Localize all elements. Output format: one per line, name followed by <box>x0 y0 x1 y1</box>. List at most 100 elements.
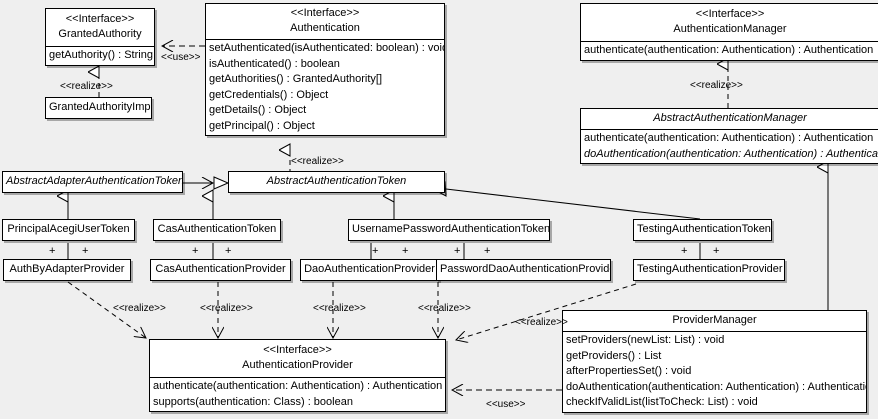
class-cas-authentication-provider[interactable]: CasAuthenticationProvider <box>150 259 291 281</box>
class-principal-acegi-user-token[interactable]: PrincipalAcegiUserToken <box>2 219 135 241</box>
class-dao-authentication-provider[interactable]: DaoAuthenticationProvider <box>300 259 439 281</box>
class-granted-authority[interactable]: <<Interface>> GrantedAuthority getAuthor… <box>45 8 155 66</box>
class-name-label: AuthenticationManager <box>673 23 787 35</box>
member-row: isAuthenticated() : boolean <box>209 57 340 70</box>
class-members: authenticate(authentication: Authenticat… <box>150 378 445 411</box>
stereotype-label: <<Interface>> <box>263 344 332 356</box>
label-realize-testing-authentication-provider: <<realize>> <box>515 317 568 328</box>
class-granted-authority-impl[interactable]: GrantedAuthorityImpl <box>45 97 152 119</box>
class-header: CasAuthenticationProvider <box>151 260 290 280</box>
assoc-mark-upat-3: + <box>454 245 461 257</box>
stereotype-label: <<Interface>> <box>65 13 135 25</box>
class-testing-authentication-provider[interactable]: TestingAuthenticationProvider <box>633 259 785 281</box>
class-header: PrincipalAcegiUserToken <box>3 220 134 240</box>
label-realize-auth-by-adapter-provider: <<realize>> <box>113 303 166 314</box>
class-name-label: AuthenticationProvider <box>242 359 353 371</box>
class-provider-manager[interactable]: ProviderManager setProviders(newList: Li… <box>562 310 867 413</box>
class-name-label: GrantedAuthorityImpl <box>49 101 152 113</box>
assoc-mark-testing-token-right: + <box>713 245 720 257</box>
class-header: <<Interface>> Authentication <box>206 4 444 40</box>
class-members: setAuthenticated(isAuthenticated: boolea… <box>206 40 444 135</box>
class-header: TestingAuthenticationProvider <box>634 260 784 280</box>
class-header: CasAuthenticationToken <box>154 220 280 240</box>
member-row: authenticate(authentication: Authenticat… <box>584 132 874 144</box>
class-username-password-authentication-token[interactable]: UsernamePasswordAuthenticationToken <box>348 219 550 241</box>
class-header: UsernamePasswordAuthenticationToken <box>349 220 549 240</box>
class-header: AbstractAuthenticationManager <box>581 109 878 130</box>
label-use-granted-authority: <<use>> <box>161 52 201 63</box>
member-row: getPrincipal() : Object <box>209 119 315 132</box>
class-header: PasswordDaoAuthenticationProvider <box>437 260 610 280</box>
assoc-mark-upat-1: + <box>372 245 379 257</box>
class-abstract-authentication-manager[interactable]: AbstractAuthenticationManager authentica… <box>580 108 878 164</box>
class-authentication-manager[interactable]: <<Interface>> AuthenticationManager auth… <box>580 3 878 61</box>
class-cas-authentication-token[interactable]: CasAuthenticationToken <box>153 219 281 241</box>
class-name-label: Authentication <box>290 22 360 34</box>
class-authentication[interactable]: <<Interface>> Authentication setAuthenti… <box>205 3 445 136</box>
member-row: setProviders(newList: List) : void <box>566 334 725 346</box>
class-header: <<Interface>> AuthenticationManager <box>581 4 878 42</box>
class-members: authenticate(authentication: Authenticat… <box>581 42 878 60</box>
class-name-label: PasswordDaoAuthenticationProvider <box>440 263 611 275</box>
member-row: getProviders() : List <box>566 349 662 362</box>
class-name-label: AbstractAuthenticationManager <box>653 112 807 124</box>
class-header: AbstractAdapterAuthenticationToken <box>3 172 182 192</box>
class-name-label: CasAuthenticationProvider <box>155 263 286 275</box>
class-members: setProviders(newList: List) : void getPr… <box>563 332 866 412</box>
edge-generalize-abstract-adapter-token <box>183 176 230 190</box>
class-name-label: AuthByAdapterProvider <box>9 263 125 275</box>
class-authentication-provider[interactable]: <<Interface>> AuthenticationProvider aut… <box>149 339 446 412</box>
class-testing-authentication-token[interactable]: TestingAuthenticationToken <box>633 219 772 241</box>
class-name-label: ProviderManager <box>672 314 757 326</box>
class-header: ProviderManager <box>563 311 866 332</box>
edge-generalize-testing-authentication-token <box>430 181 701 220</box>
class-header: AbstractAuthenticationToken <box>229 172 444 192</box>
assoc-mark-principal-acegi-left: + <box>49 245 56 257</box>
member-row: afterPropertiesSet() : void <box>566 365 692 377</box>
label-realize-granted-authority-impl: <<realize>> <box>60 81 113 92</box>
assoc-mark-upat-2: + <box>402 245 409 257</box>
stereotype-label: <<Interface>> <box>290 7 360 19</box>
class-header: TestingAuthenticationToken <box>634 220 771 240</box>
label-realize-cas-authentication-provider: <<realize>> <box>200 303 253 314</box>
assoc-mark-cas-token-left: + <box>192 245 199 257</box>
class-members: getAuthority() : String <box>46 47 154 65</box>
assoc-mark-cas-token-right: + <box>225 245 232 257</box>
member-row: getAuthorities() : GrantedAuthority[] <box>209 73 383 85</box>
class-name-label: GrantedAuthority <box>58 28 142 40</box>
class-name-label: TestingAuthenticationProvider <box>637 263 783 275</box>
assoc-mark-upat-4: + <box>484 245 491 257</box>
member-row: getAuthority() : String <box>49 49 153 61</box>
member-row: checkIfValidList(listToCheck: List) : vo… <box>566 396 758 408</box>
class-members: authenticate(authentication: Authenticat… <box>581 130 878 163</box>
label-use-provider-manager: <<use>> <box>486 399 526 410</box>
class-auth-by-adapter-provider[interactable]: AuthByAdapterProvider <box>3 259 131 281</box>
member-row: authenticate(authentication: Authenticat… <box>584 44 874 56</box>
class-name-label: DaoAuthenticationProvider <box>304 263 435 275</box>
member-row: doAuthentication(authentication: Authent… <box>566 380 867 393</box>
stereotype-label: <<Interface>> <box>695 8 765 20</box>
class-name-label: PrincipalAcegiUserToken <box>7 223 130 235</box>
class-abstract-adapter-authentication-token[interactable]: AbstractAdapterAuthenticationToken <box>2 171 183 193</box>
member-row: authenticate(authentication: Authenticat… <box>153 380 443 392</box>
member-row: setAuthenticated(isAuthenticated: boolea… <box>209 42 445 54</box>
assoc-mark-principal-acegi-right: + <box>82 245 89 257</box>
class-header: <<Interface>> GrantedAuthority <box>46 9 154 47</box>
member-row: getDetails() : Object <box>209 104 307 116</box>
class-header: DaoAuthenticationProvider <box>301 260 438 280</box>
class-name-label: UsernamePasswordAuthenticationToken <box>352 223 550 235</box>
label-realize-password-dao-authentication-provider: <<realize>> <box>418 303 471 314</box>
class-name-label: AbstractAdapterAuthenticationToken <box>6 175 183 187</box>
label-realize-abstract-authentication-token: <<realize>> <box>291 156 344 167</box>
class-name-label: AbstractAuthenticationToken <box>266 175 407 187</box>
class-header: <<Interface>> AuthenticationProvider <box>150 340 445 378</box>
class-name-label: CasAuthenticationToken <box>157 223 277 235</box>
class-password-dao-authentication-provider[interactable]: PasswordDaoAuthenticationProvider <box>436 259 611 281</box>
class-header: AuthByAdapterProvider <box>4 260 130 280</box>
member-row: getCredentials() : Object <box>209 88 329 101</box>
member-row: supports(authentication: Class) : boolea… <box>153 395 353 408</box>
label-realize-dao-authentication-provider: <<realize>> <box>313 303 366 314</box>
label-realize-abstract-authentication-manager: <<realize>> <box>690 80 743 91</box>
class-name-label: TestingAuthenticationToken <box>637 223 771 235</box>
class-abstract-authentication-token[interactable]: AbstractAuthenticationToken <box>228 171 445 193</box>
